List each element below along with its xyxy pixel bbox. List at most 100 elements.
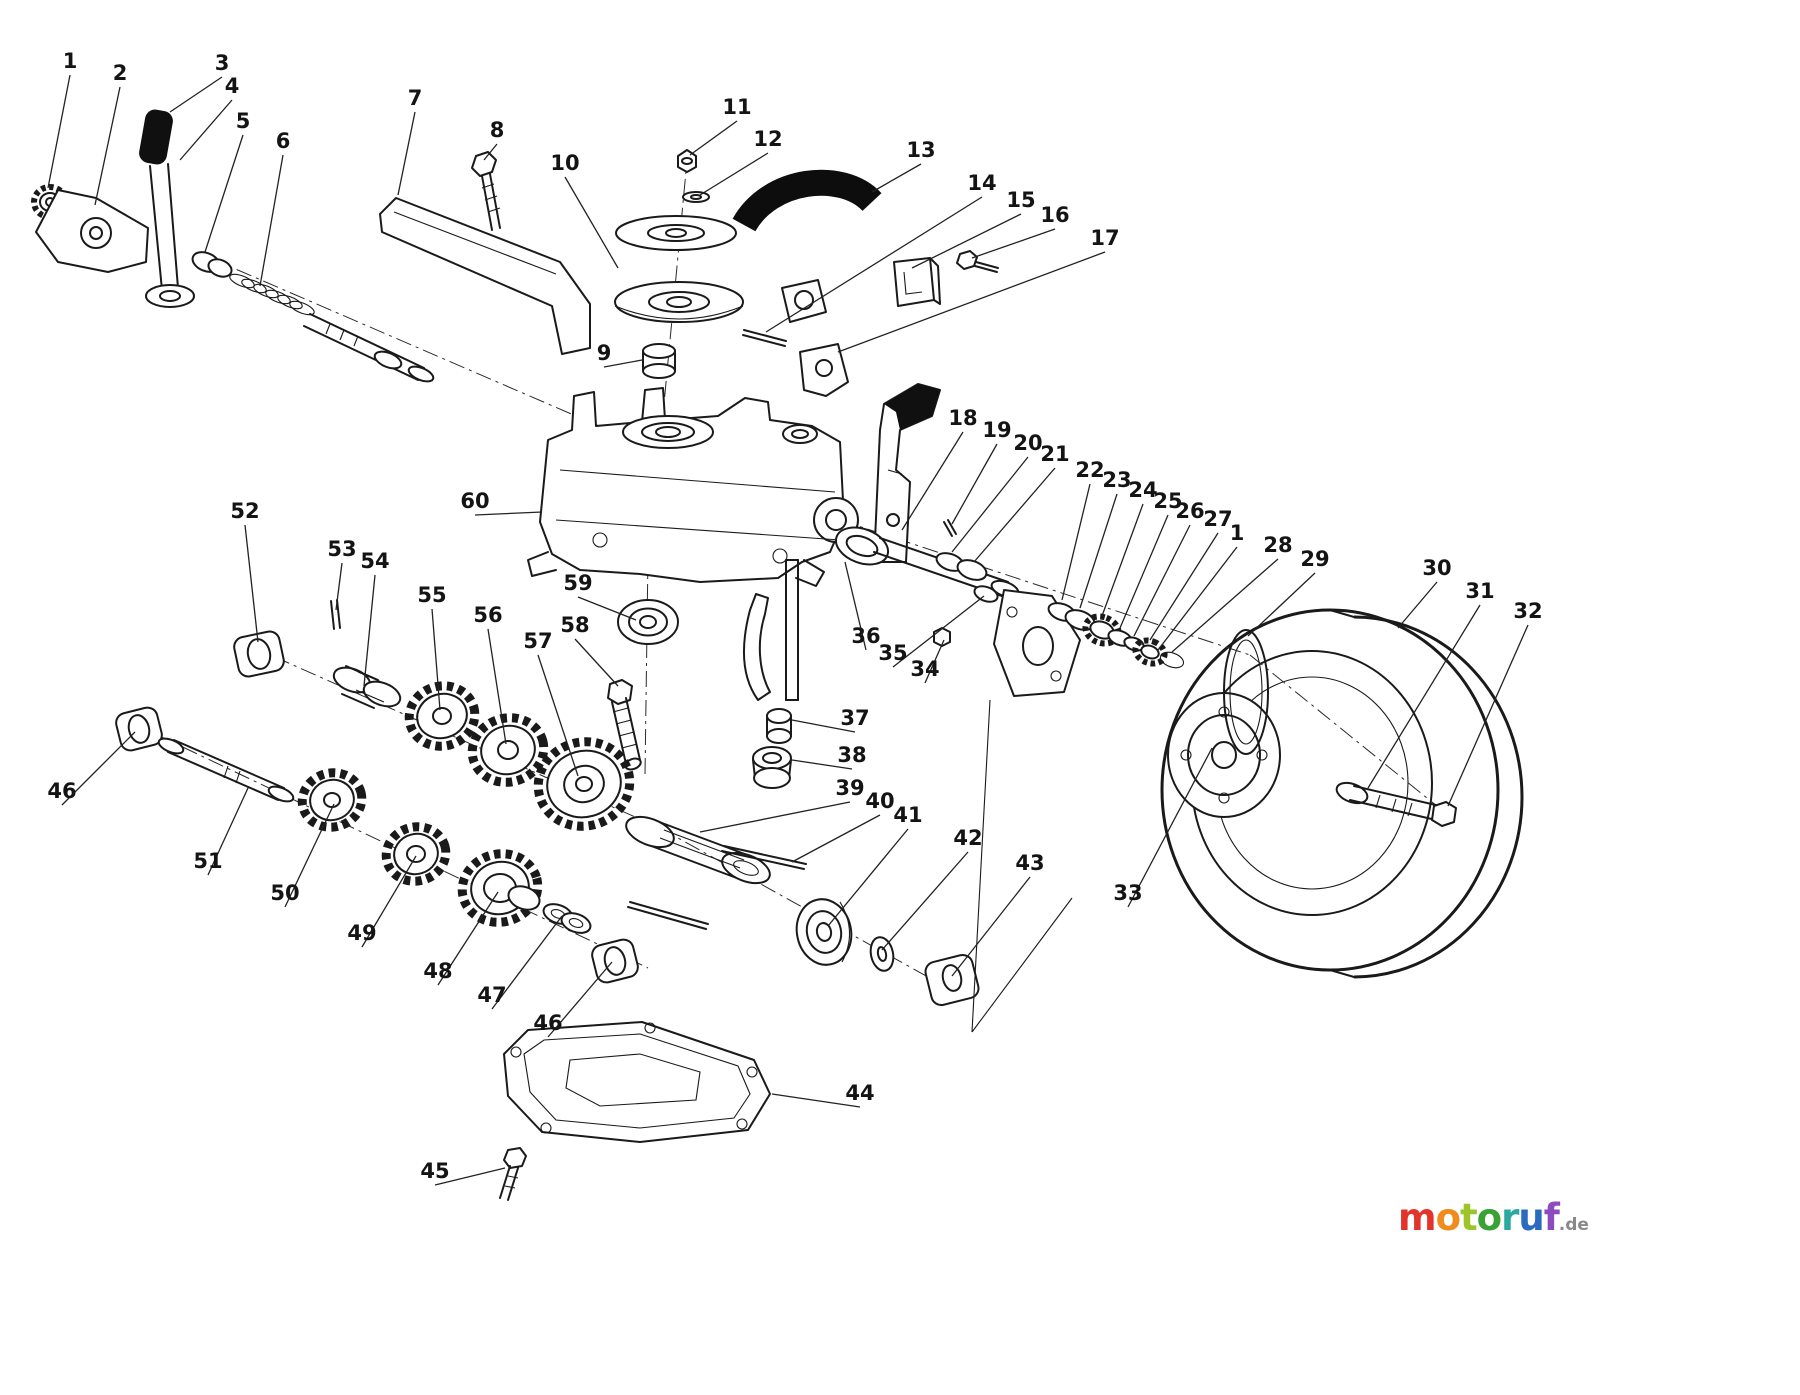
part-number-9: 9 (597, 341, 612, 365)
leader-line-37 (791, 719, 856, 733)
part-number-45: 45 (420, 1159, 449, 1183)
part-number-12: 12 (753, 127, 782, 151)
coupling-group (625, 815, 980, 1007)
logo-letter: u (1518, 1196, 1544, 1239)
part-number-37: 37 (840, 706, 869, 730)
part-number-31: 31 (1465, 579, 1494, 603)
part-number-38: 38 (837, 743, 866, 767)
leader-line-10 (564, 176, 619, 269)
leader-line-54 (363, 574, 376, 687)
leader-line-6 (259, 154, 284, 287)
leader-line-8 (483, 143, 498, 161)
part-number-51: 51 (193, 849, 222, 873)
leader-line-7 (397, 111, 416, 196)
leader-line-18 (901, 431, 964, 531)
brand-logo[interactable]: motoruf.de (1398, 1196, 1589, 1239)
leader-line-42 (881, 851, 969, 951)
part-number-5: 5 (236, 109, 251, 133)
screw-part-8 (471, 151, 501, 231)
leader-line-57 (537, 654, 579, 777)
wheel-side-ring (1223, 629, 1269, 755)
part-number-48: 48 (423, 959, 452, 983)
part-number-16: 16 (1040, 203, 1069, 227)
part-number-55: 55 (417, 583, 446, 607)
logo-letters: motoruf (1398, 1196, 1560, 1239)
ball-bearing (617, 599, 679, 645)
part-number-41: 41 (893, 803, 922, 827)
leader-line-60 (474, 511, 543, 516)
part-number-54: 54 (360, 549, 389, 573)
leader-line-51 (207, 787, 249, 876)
part-number-1: 1 (1230, 521, 1245, 545)
logo-letter: o (1435, 1196, 1461, 1239)
leader-line-48 (437, 891, 499, 986)
part-number-60: 60 (460, 489, 489, 513)
part-number-57: 57 (523, 629, 552, 653)
leader-line-1 (1157, 546, 1238, 651)
part-number-28: 28 (1263, 533, 1292, 557)
logo-suffix: .de (1558, 1215, 1589, 1235)
leader-line-11 (689, 120, 738, 156)
part-number-6: 6 (276, 129, 291, 153)
small-hardware-group (742, 250, 999, 397)
leader-line-29 (1247, 572, 1316, 637)
leader-line-2 (94, 86, 121, 206)
part-number-50: 50 (270, 881, 299, 905)
logo-letter: t (1459, 1196, 1478, 1239)
logo-letter: o (1476, 1196, 1502, 1239)
part-number-22: 22 (1075, 458, 1104, 482)
gear-train (115, 599, 639, 984)
part-number-32: 32 (1513, 599, 1542, 623)
part-number-3: 3 (215, 51, 230, 75)
logo-letter: r (1501, 1196, 1519, 1239)
leader-line-27 (1149, 532, 1219, 641)
part-number-4: 4 (225, 74, 240, 98)
leader-line-46 (547, 961, 613, 1038)
part-number-58: 58 (560, 613, 589, 637)
pulley-stack (614, 149, 744, 379)
leader-line-9 (603, 359, 643, 368)
part-number-39: 39 (835, 776, 864, 800)
leader-line-31 (1367, 604, 1481, 789)
leader-line-4 (179, 99, 233, 161)
part-number-40: 40 (865, 789, 894, 813)
leader-line-19 (951, 443, 998, 525)
leader-line-39 (699, 801, 851, 833)
leader-line-49 (361, 855, 417, 948)
part-number-14: 14 (967, 171, 996, 195)
leader-line-44 (771, 1093, 861, 1108)
leader-line-28 (1171, 558, 1279, 653)
part-number-24: 24 (1128, 478, 1157, 502)
leader-line-30 (1397, 581, 1438, 629)
part-number-43: 43 (1015, 851, 1044, 875)
part-number-1: 1 (63, 49, 78, 73)
support-bracket (873, 383, 941, 563)
leader-line-59 (577, 596, 637, 621)
leader-line-50 (284, 803, 335, 908)
part-number-46: 46 (47, 779, 76, 803)
leader-line-40 (791, 814, 881, 863)
part-number-46: 46 (533, 1011, 562, 1035)
leader-line-36 (844, 561, 867, 651)
control-bracket-assembly (31, 109, 435, 383)
part-number-27: 27 (1203, 507, 1232, 531)
leader-line-38 (791, 759, 853, 770)
leader-line-26 (1133, 524, 1191, 637)
logo-letter: f (1543, 1196, 1560, 1239)
part-number-13: 13 (906, 138, 935, 162)
part-number-34: 34 (910, 657, 939, 681)
leader-line-13 (871, 163, 922, 193)
leader-line-34 (924, 639, 945, 684)
leader-line-58 (574, 638, 619, 687)
part-number-42: 42 (953, 826, 982, 850)
pan-screw (499, 1147, 527, 1201)
mounting-bracket (379, 197, 591, 355)
part-number-35: 35 (878, 641, 907, 665)
part-number-20: 20 (1013, 431, 1042, 455)
part-number-7: 7 (408, 86, 423, 110)
part-number-36: 36 (851, 624, 880, 648)
part-number-59: 59 (563, 571, 592, 595)
